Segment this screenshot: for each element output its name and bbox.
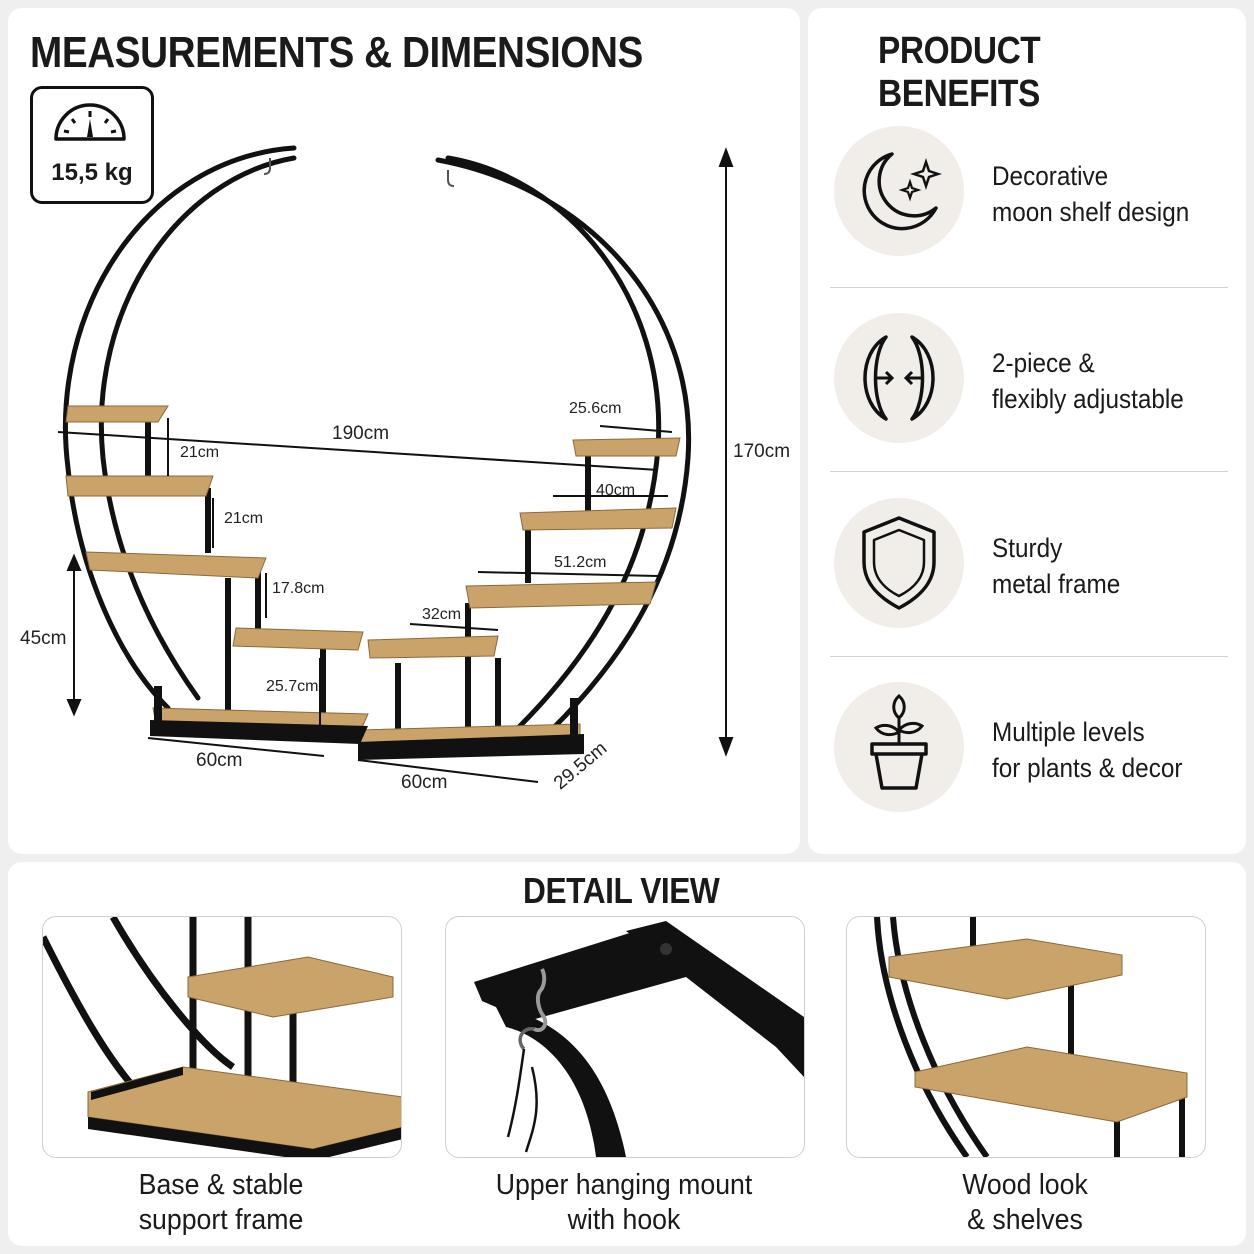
base-detail-image (43, 917, 401, 1157)
dim-right-base: 60cm (401, 772, 448, 793)
detail-line1: Upper hanging mount (495, 1169, 753, 1201)
dim-width-total: 190cm (332, 423, 390, 444)
hook-detail-image (474, 921, 804, 1157)
detail-card-shelves (846, 916, 1206, 1158)
benefit-icon-bg (834, 126, 964, 256)
moon-stars-icon (862, 152, 942, 231)
divider (830, 287, 1228, 288)
dim-base-height: 45cm (20, 628, 67, 649)
detail-card-hook (445, 916, 805, 1158)
benefits-panel: PRODUCT BENEFITS Decorative moon shelf d… (808, 8, 1246, 854)
benefit-line1: Decorative (992, 161, 1109, 191)
benefit-item: Decorative moon shelf design (828, 126, 1228, 286)
benefit-text: 2-piece & flexibly adjustable (992, 345, 1184, 417)
detail-panel: DETAIL VIEW Base & stable support frame (8, 862, 1246, 1246)
detail-card-base (42, 916, 402, 1158)
benefit-text: Multiple levels for plants & decor (992, 714, 1182, 786)
benefit-text: Sturdy metal frame (992, 530, 1120, 602)
dim-right-shelf-3: 51.2cm (554, 554, 607, 571)
dim-left-base: 60cm (196, 750, 243, 771)
detail-line2: with hook (567, 1204, 681, 1236)
dim-right-shelf-top: 25.6cm (569, 400, 622, 417)
detail-line2: support frame (138, 1204, 304, 1236)
weight-value: 15,5 kg (51, 159, 133, 186)
benefit-item: Multiple levels for plants & decor (828, 682, 1228, 842)
detail-line2: & shelves (967, 1204, 1083, 1236)
benefits-title: PRODUCT BENEFITS (878, 30, 1041, 115)
plant-pot-icon (870, 694, 928, 790)
dim-height-total: 170cm (733, 441, 791, 462)
detail-label-shelves: Wood look & shelves (850, 1168, 1200, 1238)
dim-left-gap-1: 21cm (180, 444, 220, 461)
benefit-line1: Multiple levels (992, 717, 1145, 747)
benefit-item: Sturdy metal frame (828, 498, 1228, 658)
detail-line1: Wood look (962, 1169, 1088, 1201)
benefit-line2: flexibly adjustable (992, 384, 1184, 414)
benefit-line1: 2-piece & (992, 348, 1095, 378)
benefit-line2: for plants & decor (992, 753, 1183, 783)
measurements-panel: MEASUREMENTS & DIMENSIONS 15,5 kg (8, 8, 800, 854)
detail-title: DETAIL VIEW (523, 870, 720, 911)
benefit-icon-bg (834, 682, 964, 812)
measurements-title: MEASUREMENTS & DIMENSIONS (30, 28, 643, 77)
dim-left-gap-4: 25.7cm (266, 678, 319, 695)
scale-icon (54, 103, 126, 141)
benefit-text: Decorative moon shelf design (992, 158, 1189, 230)
benefit-icon-bg (834, 313, 964, 443)
dim-left-gap-3: 17.8cm (272, 580, 325, 597)
detail-label-hook: Upper hanging mount with hook (449, 1168, 799, 1238)
divider (830, 656, 1228, 657)
benefit-icon-bg (834, 498, 964, 628)
weight-badge: 15,5 kg (30, 86, 154, 204)
benefit-line2: metal frame (992, 569, 1121, 599)
benefit-line1: Sturdy (992, 533, 1063, 563)
benefit-item: 2-piece & flexibly adjustable (828, 313, 1228, 473)
detail-label-base: Base & stable support frame (46, 1168, 396, 1238)
moon-shelf-illustration (57, 145, 734, 783)
dim-right-shelf-4: 32cm (422, 606, 462, 623)
dim-left-gap-2: 21cm (224, 510, 264, 527)
adjust-arcs-icon (863, 335, 935, 421)
shield-icon (862, 516, 936, 610)
dim-right-shelf-2: 40cm (596, 482, 636, 499)
benefit-line2: moon shelf design (992, 197, 1190, 227)
detail-line1: Base & stable (138, 1169, 304, 1201)
divider (830, 471, 1228, 472)
shelves-detail-image (874, 917, 1188, 1157)
